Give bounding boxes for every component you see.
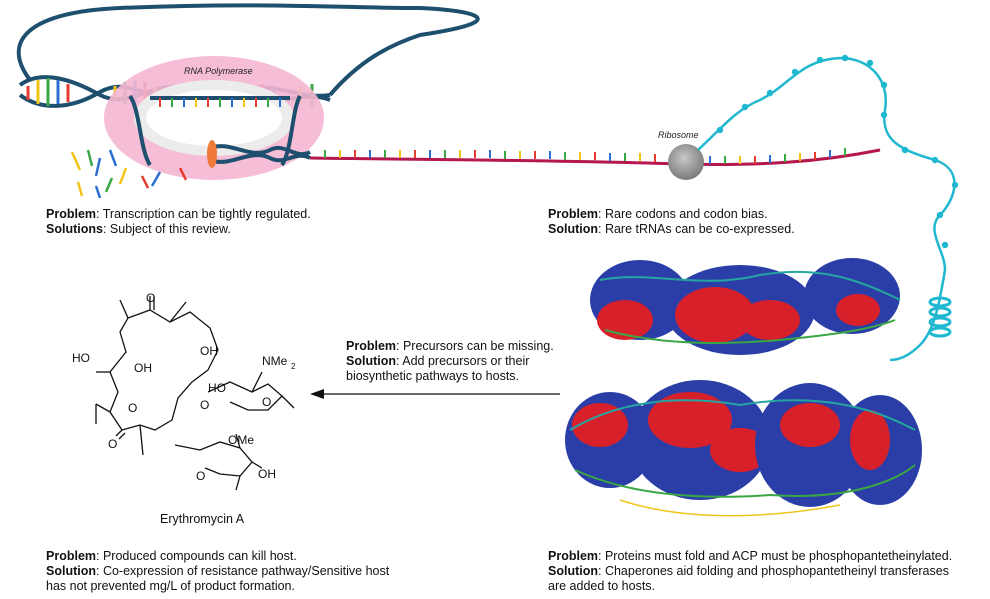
ribosome-label: Ribosome xyxy=(658,130,699,140)
problem-text: : Produced compounds can kill host. xyxy=(96,549,297,563)
rna-polymerase-label: RNA Polymerase xyxy=(184,66,253,76)
chem-o-sugar2: O xyxy=(196,469,205,483)
chem-ho-sugar: HO xyxy=(208,381,226,395)
chem-ho-left: HO xyxy=(72,351,90,365)
problem-text: : Proteins must fold and ACP must be pho… xyxy=(598,549,953,563)
solution-text-line2: has not prevented mg/L of product format… xyxy=(46,579,295,593)
solution-label: Solutions xyxy=(46,222,103,236)
solution-text-line2: biosynthetic pathways to hosts. xyxy=(346,369,520,383)
problem-label: Problem xyxy=(548,549,599,563)
free-nucleotides xyxy=(70,149,188,199)
solution-label: Solution xyxy=(548,222,598,236)
erythromycin-structure xyxy=(95,296,295,491)
chem-o-sugar1: O xyxy=(262,395,271,409)
polymerase-core xyxy=(207,140,217,168)
problem-label: Problem xyxy=(548,207,599,221)
problem-text: : Precursors can be missing. xyxy=(396,339,554,353)
lower-dna-helix xyxy=(209,144,311,164)
template-nucleotides xyxy=(159,98,281,107)
solution-text: : Add precursors or their xyxy=(396,354,530,368)
chem-o-link1: O xyxy=(200,398,209,412)
solution-text: : Subject of this review. xyxy=(102,222,231,236)
caption-transcription: Problem: Transcription can be tightly re… xyxy=(46,207,311,237)
chem-o-ring: O xyxy=(128,401,137,415)
caption-codon: Problem: Rare codons and codon bias. Sol… xyxy=(548,207,795,237)
protein-structure-lower xyxy=(565,380,922,517)
solution-text: : Co-expression of resistance pathway/Se… xyxy=(96,564,390,578)
caption-toxicity: Problem: Produced compounds can kill hos… xyxy=(46,549,389,594)
solution-label: Solution xyxy=(46,564,96,578)
caption-folding: Problem: Proteins must fold and ACP must… xyxy=(548,549,952,594)
mrna-strand xyxy=(309,148,881,166)
ribosome xyxy=(668,144,704,180)
chem-oh-sugar2: OH xyxy=(258,467,276,481)
solution-text-line2: are added to hosts. xyxy=(548,579,656,593)
molecule-name: Erythromycin A xyxy=(160,512,245,526)
problem-text: : Rare codons and codon bias. xyxy=(598,207,768,221)
chem-o-lactone: O xyxy=(108,437,117,451)
solution-label: Solution xyxy=(548,564,598,578)
problem-label: Problem xyxy=(46,549,97,563)
problem-label: Problem xyxy=(346,339,397,353)
chem-oh-right: OH xyxy=(200,344,218,358)
problem-text: : Transcription can be tightly regulated… xyxy=(96,207,311,221)
solution-label: Solution xyxy=(346,354,396,368)
chem-o-top: O xyxy=(146,291,155,305)
problem-label: Problem xyxy=(46,207,97,221)
chem-oh-left: OH xyxy=(134,361,152,375)
precursor-arrow xyxy=(310,389,560,399)
chem-nme2: NMe xyxy=(262,354,288,368)
erythromycin-atom-labels: O HO OH OH NMe 2 HO O O O O OMe OH O xyxy=(72,291,296,483)
caption-precursor: Problem: Precursors can be missing. Solu… xyxy=(346,339,554,384)
chem-ome: OMe xyxy=(228,433,254,447)
protein-structure-upper xyxy=(590,258,901,355)
solution-text: : Chaperones aid folding and phosphopant… xyxy=(598,564,949,578)
solution-text: : Rare tRNAs can be co-expressed. xyxy=(598,222,795,236)
peptide-chain xyxy=(697,54,959,362)
chem-nme2-sub: 2 xyxy=(291,362,296,371)
